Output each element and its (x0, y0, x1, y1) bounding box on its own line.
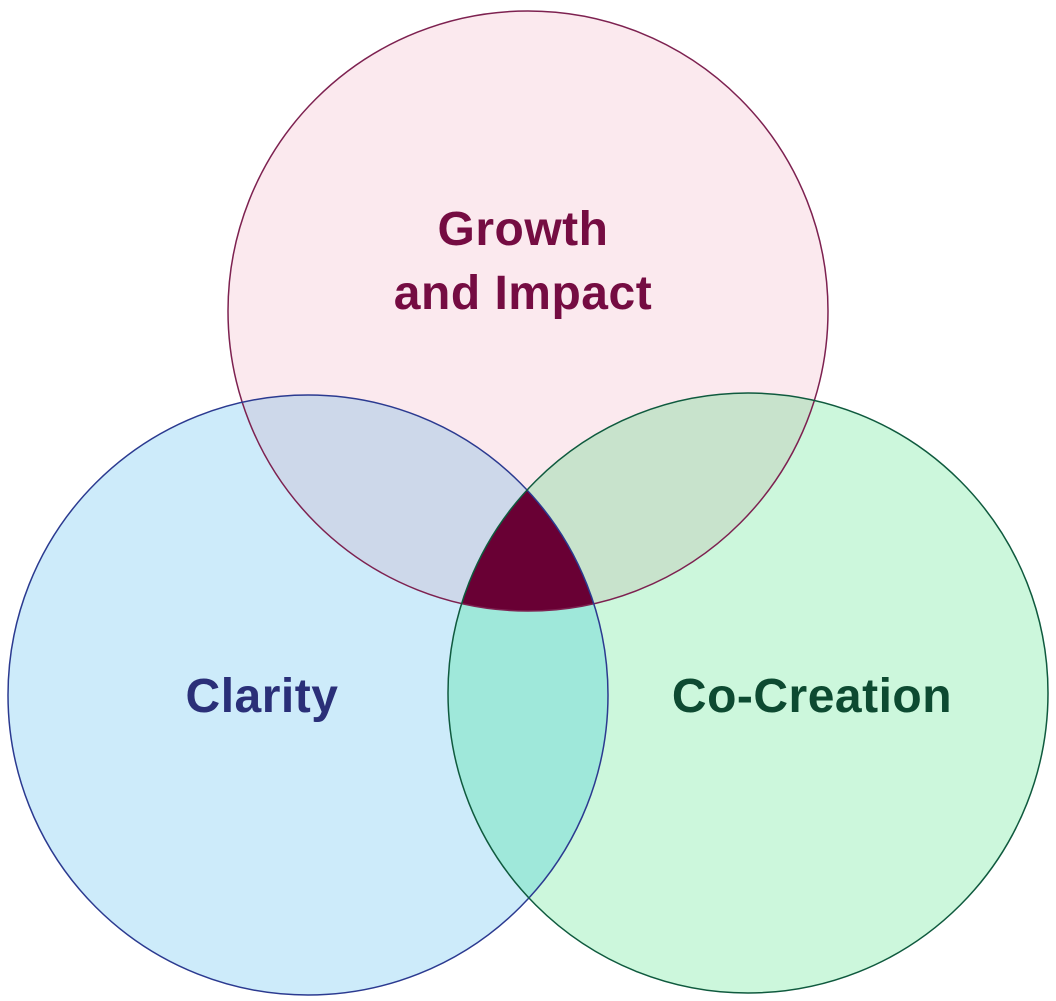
growth-circle-outline (227, 10, 829, 612)
overlap-growth-clarity-fill (228, 395, 608, 611)
overlap-growth-cocreation (448, 393, 828, 611)
overlap-growth-cocreation-fill (448, 393, 828, 611)
co-creation-circle-outline (447, 392, 1049, 994)
clarity-circle-outline (7, 394, 609, 996)
overlap-growth-clarity (228, 395, 608, 611)
clarity-label: Clarity (186, 670, 339, 723)
co-creation-label: Co-Creation (672, 670, 952, 723)
growth-label-line2: and Impact (394, 267, 652, 320)
growth-label-line1: Growth (438, 203, 609, 256)
